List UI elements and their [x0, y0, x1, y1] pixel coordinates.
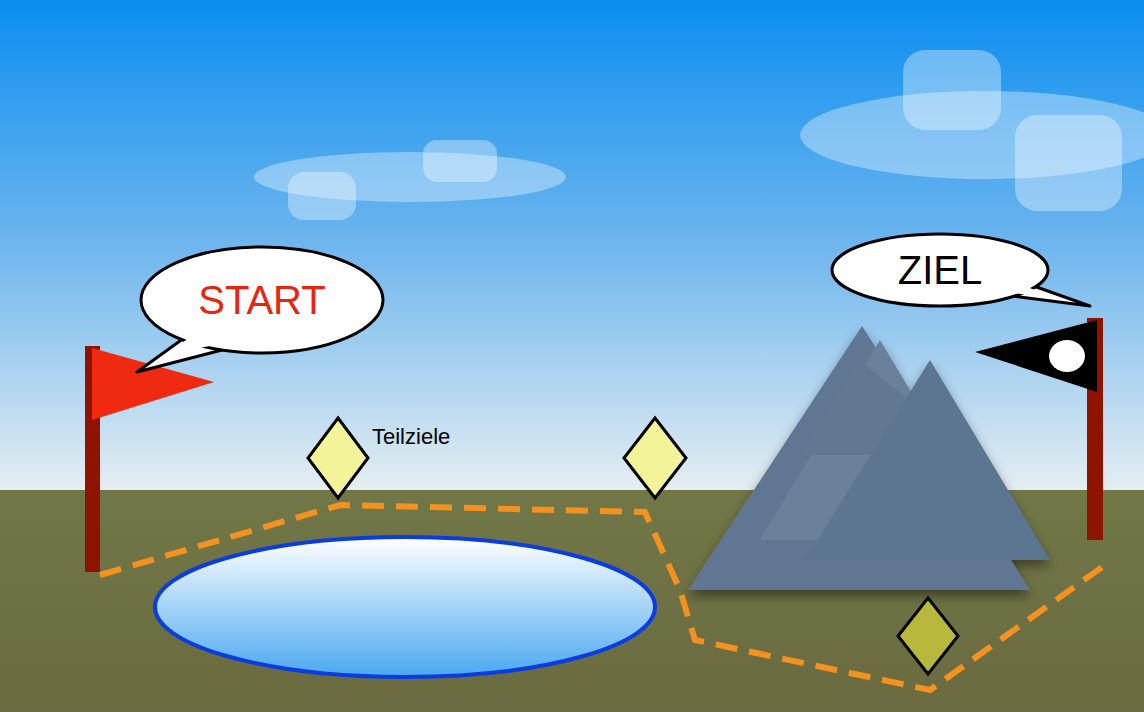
- bubble-text: START: [198, 278, 325, 322]
- mountain: [688, 326, 1050, 590]
- lake: [155, 537, 655, 677]
- route-path: [100, 505, 1105, 690]
- cloud: [800, 50, 1144, 211]
- sky: [0, 0, 1144, 492]
- milestone-diamond: [308, 418, 958, 674]
- cloud: [254, 140, 566, 220]
- bubble-text: ZIEL: [898, 248, 982, 292]
- milestone-label: Teilziele: [372, 424, 450, 450]
- start-flag: [85, 346, 214, 572]
- speech-bubble: ZIEL: [830, 232, 1050, 308]
- speech-bubble: START: [139, 245, 385, 355]
